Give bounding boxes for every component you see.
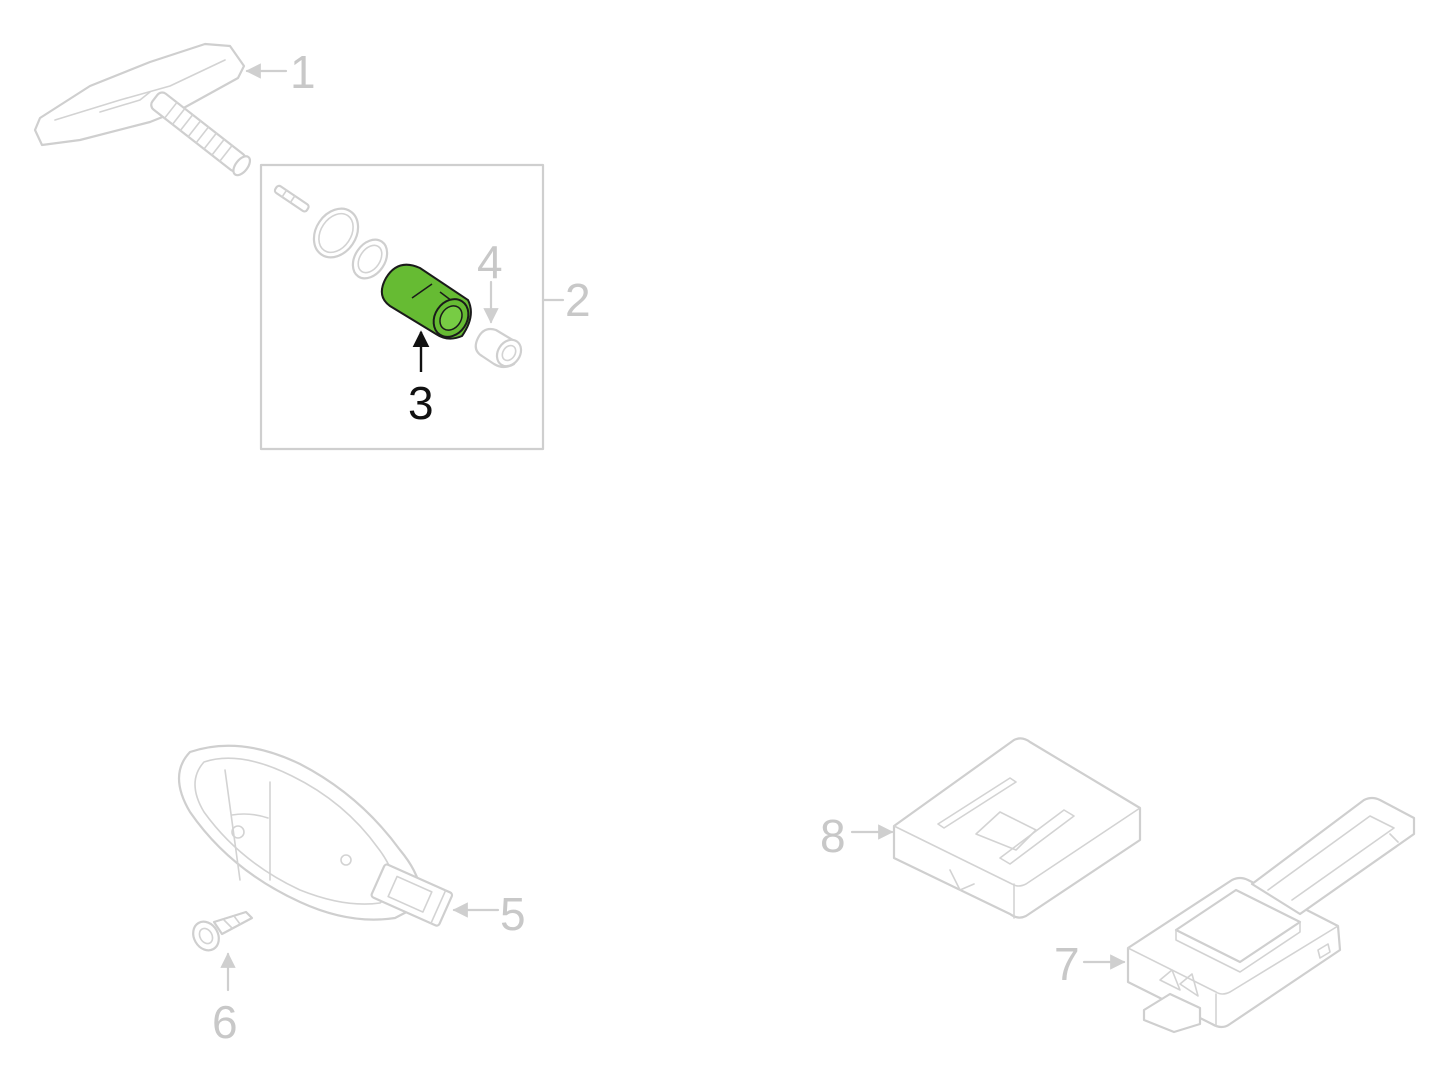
part-valve-core[interactable] — [273, 184, 310, 213]
part-6-screw[interactable] — [188, 910, 254, 955]
part-5-key-fob-housing[interactable] — [178, 744, 454, 927]
callout-1[interactable]: 1 — [290, 46, 316, 98]
part-8-module-cover[interactable] — [892, 737, 1142, 919]
callout-6[interactable]: 6 — [212, 996, 238, 1048]
part-washer[interactable] — [346, 233, 394, 285]
part-3-valve-nut[interactable] — [380, 263, 476, 344]
callout-4[interactable]: 4 — [477, 236, 503, 288]
part-7-tpms-control-module[interactable] — [1126, 796, 1416, 1034]
part-1-tire-pressure-sensor[interactable] — [33, 42, 253, 178]
callout-2[interactable]: 2 — [565, 274, 591, 326]
callout-3[interactable]: 3 — [408, 377, 434, 429]
part-4-valve-cap[interactable] — [474, 327, 526, 371]
callout-8[interactable]: 8 — [820, 810, 846, 862]
callout-5[interactable]: 5 — [500, 888, 526, 940]
kit-2-box — [259, 163, 545, 451]
part-o-ring[interactable] — [305, 200, 367, 265]
callout-7[interactable]: 7 — [1054, 938, 1080, 990]
